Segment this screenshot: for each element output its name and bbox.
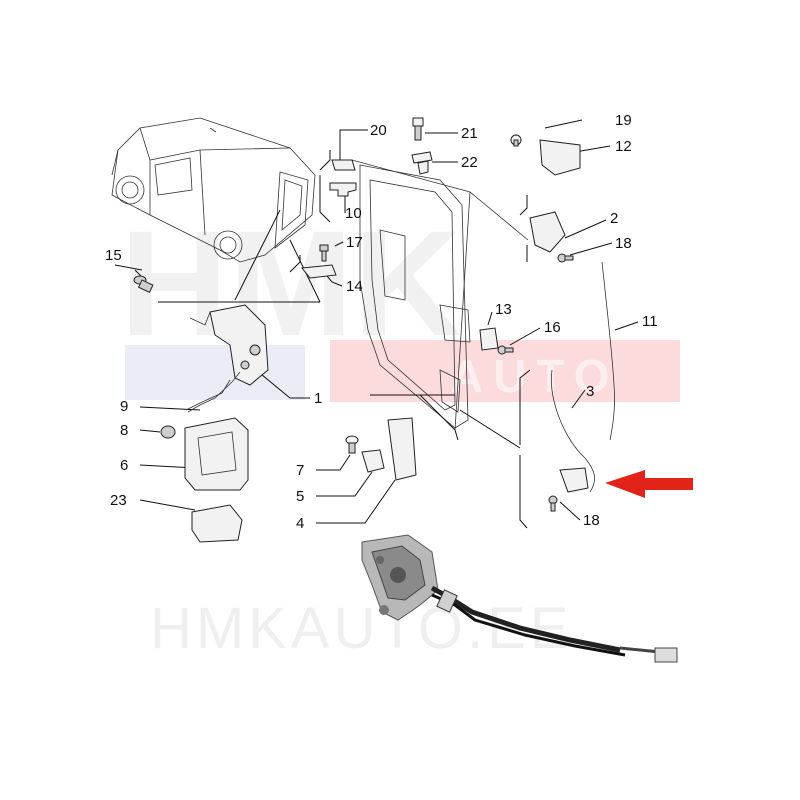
part-23 <box>191 504 243 543</box>
callout-19: 19 <box>615 112 632 129</box>
part-16-screw <box>497 345 514 355</box>
part-7-clip <box>345 435 359 454</box>
callout-13: 13 <box>495 301 512 318</box>
part-1-lock <box>187 304 269 413</box>
callout-16: 16 <box>544 319 561 336</box>
callout-9: 9 <box>120 398 128 415</box>
callout-17: 17 <box>346 234 363 251</box>
part-13 <box>479 327 499 351</box>
part-18-upper-screw <box>557 253 574 263</box>
callout-labels: 20 21 22 19 12 10 2 17 18 15 14 13 16 11… <box>105 112 658 532</box>
watermark-blue-band <box>125 345 305 400</box>
callout-7: 7 <box>296 462 304 479</box>
part-2 <box>529 211 566 253</box>
part-12 <box>539 139 581 176</box>
callout-23: 23 <box>110 492 127 509</box>
callout-15: 15 <box>105 247 122 264</box>
callout-6: 6 <box>120 457 128 474</box>
part-18-lower-screw <box>548 495 558 512</box>
part-4 <box>387 417 417 481</box>
part-8-grommet <box>160 425 176 439</box>
part-20 <box>331 159 356 171</box>
callout-11: 11 <box>642 313 658 330</box>
callout-18-upper: 18 <box>615 235 632 252</box>
part-21-bolt <box>412 117 424 141</box>
callout-20: 20 <box>370 122 387 139</box>
callout-10: 10 <box>345 205 362 222</box>
watermark: HMK AUTO HMKAUTO.EE <box>120 199 680 661</box>
callout-12: 12 <box>615 138 632 155</box>
callout-18-lower: 18 <box>583 512 600 529</box>
photo-lock-with-cable <box>361 534 678 663</box>
part-10 <box>329 182 357 197</box>
callout-3: 3 <box>586 383 594 400</box>
callout-22: 22 <box>461 154 478 171</box>
callout-1: 1 <box>314 390 322 407</box>
part-17-screw <box>319 244 329 262</box>
part-15-bolt <box>133 275 154 293</box>
rear-door-panel <box>351 159 529 431</box>
callout-5: 5 <box>296 488 304 505</box>
part-22-plug <box>411 151 433 175</box>
part-5 <box>361 449 385 473</box>
part-14 <box>301 264 337 279</box>
part-3-cable <box>551 369 595 493</box>
callout-8: 8 <box>120 422 128 439</box>
callout-2: 2 <box>610 210 618 227</box>
red-arrow-pointer <box>605 470 693 498</box>
part-11-cable <box>601 261 615 441</box>
part-19 <box>510 134 522 147</box>
part-9-wire <box>185 379 231 411</box>
parts <box>133 117 615 543</box>
watermark-footer: HMKAUTO.EE <box>150 596 572 661</box>
callout-21: 21 <box>461 125 478 142</box>
part-lower-latch <box>559 467 589 493</box>
van-illustration <box>111 117 316 263</box>
callout-4: 4 <box>296 515 304 532</box>
callout-14: 14 <box>346 278 363 295</box>
part-6-handle <box>184 417 249 491</box>
